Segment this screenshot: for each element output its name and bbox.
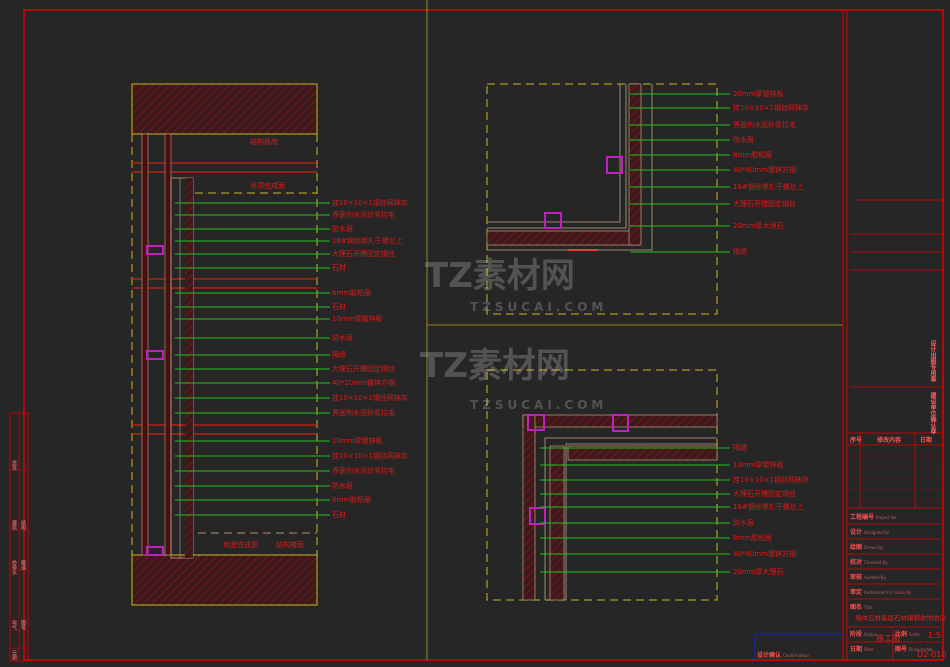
material-label: 8mm胶粘层 [733, 534, 773, 542]
right-bottom-corner-section [486, 369, 730, 601]
material-label: 隔墙 [733, 444, 747, 452]
elevation-label: 地面完成面 [223, 541, 258, 549]
material-label: 20mm厚大理石 [733, 568, 784, 576]
watermark-url: TZSUCAI.COM [470, 398, 608, 412]
title-block-field-label-en: Authorized For Issue By [864, 590, 912, 595]
title-block-field-label-en: Audited By [864, 575, 886, 580]
elevation-label: 吊顶完成面 [250, 182, 285, 190]
material-label: 隔墙 [332, 351, 346, 359]
title-block-field-label-en: Checked By [864, 560, 888, 565]
title-block-field-label-en: Project No. [876, 515, 898, 520]
title-block-field-label: 设计 [850, 529, 863, 536]
material-label: 40*20mm镀锌方钢 [332, 379, 395, 387]
countersign-field: 日期 [11, 650, 17, 660]
material-label: 防水层 [332, 225, 353, 233]
material-label: 挂10×10×1钢丝网抹灰 [332, 452, 408, 460]
material-label: 大理石开槽固定钢丝 [733, 200, 796, 208]
material-label: 18#钢丝绑扎于螺丝上 [733, 503, 804, 511]
confirmation-label-en: Confirmation [783, 653, 809, 658]
drawing-no-value: D2-010 [917, 650, 947, 659]
title-block-field-label-en: Drawn By [864, 545, 884, 550]
material-label: 石材 [332, 264, 346, 272]
countersign-field: 结构 [20, 520, 26, 530]
title-block-field-label-en: Designed By [864, 530, 890, 535]
material-label: 大理石开槽固定钢丝 [332, 250, 395, 258]
rev-no-header: 序号 [850, 437, 863, 444]
countersign-field: 暖通 [20, 560, 26, 570]
confirmation-label: 设计确认 [757, 652, 782, 659]
date-label: 日期 [850, 646, 863, 653]
material-label: 防水层 [332, 334, 353, 342]
material-label: 挂10×10×1钢丝网抹灰 [733, 476, 809, 484]
drawing-title: 墙体石材基层石材踢脚收地收口 [855, 614, 946, 622]
client-stamp-label: 建设单位确认章 [929, 392, 936, 434]
drawing-no-label-en: Drawing No. [909, 647, 934, 652]
title-block-field-label-en: Title [864, 605, 873, 610]
watermark-brand: TZ素材网 [420, 346, 570, 386]
material-label: 挂10×10×1钢丝网抹灰 [332, 394, 408, 402]
drawing-no-label: 图号 [895, 646, 908, 653]
title-block-field-label: 审定 [850, 589, 863, 596]
material-label: 界面剂水泥砂浆拉毛 [733, 121, 796, 129]
scale-label: 比例 [895, 631, 908, 638]
material-label: 40*40mm镀锌方钢 [733, 550, 796, 558]
material-label: 10mm厚镀锌板 [332, 315, 383, 323]
watermark-brand: TZ素材网 [425, 256, 575, 296]
material-label: 石材 [332, 303, 346, 311]
material-label: 界面剂水泥砂浆拉毛 [332, 467, 395, 475]
watermark-url: TZSUCAI.COM [470, 300, 608, 314]
material-label: 8mm胶粘层 [332, 289, 372, 297]
material-label: 8mm胶粘层 [733, 151, 773, 159]
material-label: 大理石开槽固定钢丝 [733, 490, 796, 498]
material-label: 隔墙 [733, 248, 747, 256]
material-label: 大理石开槽固定钢丝 [332, 365, 395, 373]
countersign-field: 图号 [20, 620, 26, 630]
title-block-field-label: 校对 [850, 559, 863, 566]
countersign-field: 建筑 [11, 520, 17, 530]
date-label-en: Date [864, 647, 874, 652]
material-label: 界面剂水泥砂浆拉毛 [332, 211, 395, 219]
material-label: 挂10×10×1钢丝网抹灰 [332, 199, 408, 207]
status-label: 阶段 [850, 631, 863, 638]
material-label: 10mm厚镀锌板 [332, 437, 383, 445]
elevation-label: 结构楼面 [276, 541, 304, 549]
countersign-field: 给排水 [11, 560, 17, 575]
material-label: 挂10×10×1钢丝网抹灰 [733, 104, 809, 112]
rev-desc-header: 修改内容 [877, 437, 902, 444]
material-label: 18#钢丝绑扎于螺丝上 [332, 237, 403, 245]
material-label: 防水层 [733, 519, 754, 527]
right-top-corner-section [486, 83, 730, 315]
status-label-en: Status [864, 632, 877, 637]
scale-value: 1:5 [928, 631, 941, 640]
design-stamp-label: 设计出图专用章 [929, 340, 936, 382]
material-label: 10mm厚镀锌板 [733, 461, 784, 469]
countersign-field: 会签 [11, 460, 17, 470]
material-label: 18#钢丝绑扎于螺丝上 [733, 183, 804, 191]
status-value: 施工图 [876, 634, 900, 643]
material-label: 40*40mm镀锌方钢 [733, 166, 796, 174]
material-label: 石材 [332, 511, 346, 519]
title-block-field-label: 绘图 [850, 544, 863, 551]
left-wall-section [131, 83, 330, 606]
countersign-field: 电气 [11, 620, 17, 630]
material-label: 8mm胶粘层 [332, 496, 372, 504]
rev-date-header: 日期 [920, 437, 933, 444]
elevation-label: 结构板底 [250, 138, 278, 146]
title-block-field-label: 审核 [850, 574, 863, 581]
material-label: 20mm厚镀锌板 [733, 90, 784, 98]
material-label: 20mm厚大理石 [733, 222, 784, 230]
title-block-field-label: 工程编号 [850, 514, 875, 521]
material-label: 界面剂水泥砂浆拉毛 [332, 409, 395, 417]
material-label: 防水层 [733, 136, 754, 144]
material-label: 防水层 [332, 482, 353, 490]
scale-label-en: Scale [909, 632, 920, 637]
title-block-field-label: 图名 [850, 604, 863, 611]
